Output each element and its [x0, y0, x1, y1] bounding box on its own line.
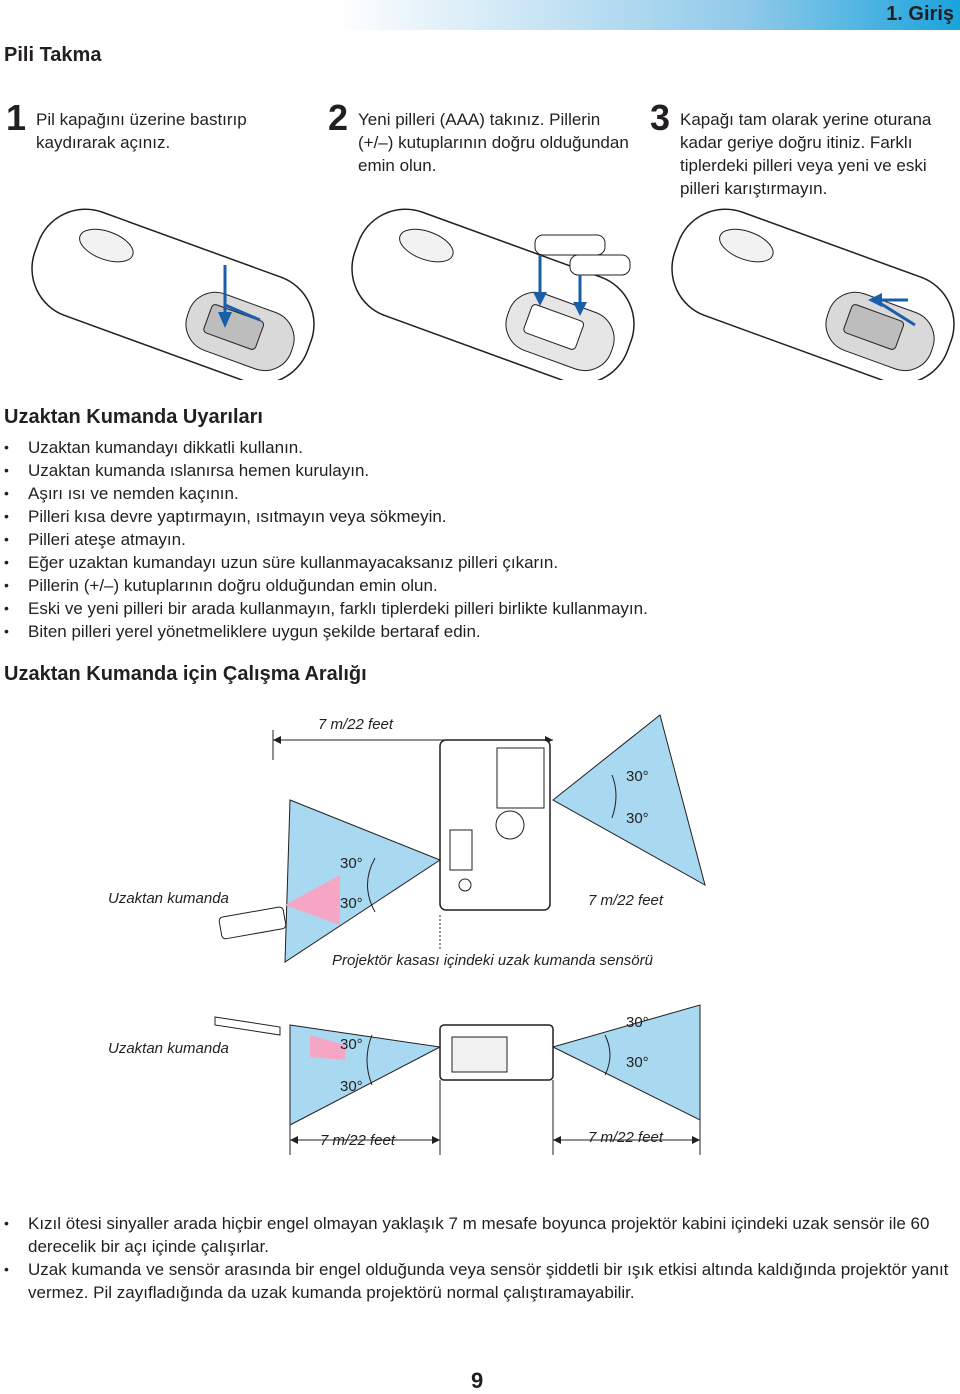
warning-item: Biten pilleri yerel yönetmeliklere uygun…: [0, 620, 950, 643]
chapter-title: 1. Giriş: [886, 3, 954, 25]
page-number: 9: [471, 1368, 484, 1393]
note-item: Kızıl ötesi sinyaller arada hiçbir engel…: [0, 1212, 956, 1258]
range-diagram-top: [218, 714, 706, 963]
warning-item: Eğer uzaktan kumandayı uzun süre kullanm…: [0, 551, 950, 574]
bottom-right-angle-1: 30°: [626, 1014, 649, 1031]
warnings-list: Uzaktan kumandayı dikkatli kullanın. Uza…: [0, 436, 950, 643]
warning-item: Uzaktan kumanda ıslanırsa hemen kurulayı…: [0, 459, 950, 482]
range-section-title: Uzaktan Kumanda için Çalışma Aralığı: [4, 663, 367, 685]
warning-item: Pillerin (+/–) kutuplarının doğru olduğu…: [0, 574, 950, 597]
top-remote-label: Uzaktan kumanda: [108, 890, 229, 907]
step-2-text: Yeni pilleri (AAA) takınız. Pillerin (+/…: [358, 110, 629, 175]
warning-item: Pilleri kısa devre yaptırmayın, ısıtmayı…: [0, 505, 950, 528]
top-right-angle-2: 30°: [626, 810, 649, 827]
battery-section-title: Pili Takma: [4, 44, 102, 66]
warning-item: Pilleri ateşe atmayın.: [0, 528, 950, 551]
step-2-number: 2: [328, 97, 349, 138]
bottom-left-angle-1: 30°: [340, 1036, 363, 1053]
top-left-angle-2: 30°: [340, 895, 363, 912]
bottom-right-distance-label: 7 m/22 feet: [588, 1129, 664, 1146]
step-3-illustration: [671, 208, 955, 380]
warnings-section-title: Uzaktan Kumanda Uyarıları: [4, 406, 263, 428]
top-distance-label: 7 m/22 feet: [318, 716, 394, 733]
bottom-left-angle-2: 30°: [340, 1078, 363, 1095]
top-left-angle-1: 30°: [340, 855, 363, 872]
bottom-right-angle-2: 30°: [626, 1054, 649, 1071]
step-1-number: 1: [6, 97, 27, 138]
notes-list: Kızıl ötesi sinyaller arada hiçbir engel…: [0, 1212, 956, 1304]
step-1-illustration: [31, 208, 315, 380]
step-1-text: Pil kapağını üzerine bastırıp kaydırarak…: [36, 110, 247, 152]
step-3-text: Kapağı tam olarak yerine oturana kadar g…: [680, 110, 932, 198]
top-right-distance-label: 7 m/22 feet: [588, 892, 664, 909]
warning-item: Uzaktan kumandayı dikkatli kullanın.: [0, 436, 950, 459]
warning-item: Aşırı ısı ve nemden kaçının.: [0, 482, 950, 505]
step-2-illustration: [351, 208, 635, 380]
bottom-left-distance-label: 7 m/22 feet: [320, 1132, 396, 1149]
chapter-header-bar: [0, 0, 960, 30]
bottom-remote-label: Uzaktan kumanda: [108, 1040, 229, 1057]
step-3-number: 3: [650, 97, 671, 138]
range-diagram-bottom: [214, 1004, 701, 1155]
top-right-angle-1: 30°: [626, 768, 649, 785]
warning-item: Eski ve yeni pilleri bir arada kullanmay…: [0, 597, 950, 620]
sensor-label: Projektör kasası içindeki uzak kumanda s…: [332, 952, 653, 969]
note-item: Uzak kumanda ve sensör arasında bir enge…: [0, 1258, 956, 1304]
